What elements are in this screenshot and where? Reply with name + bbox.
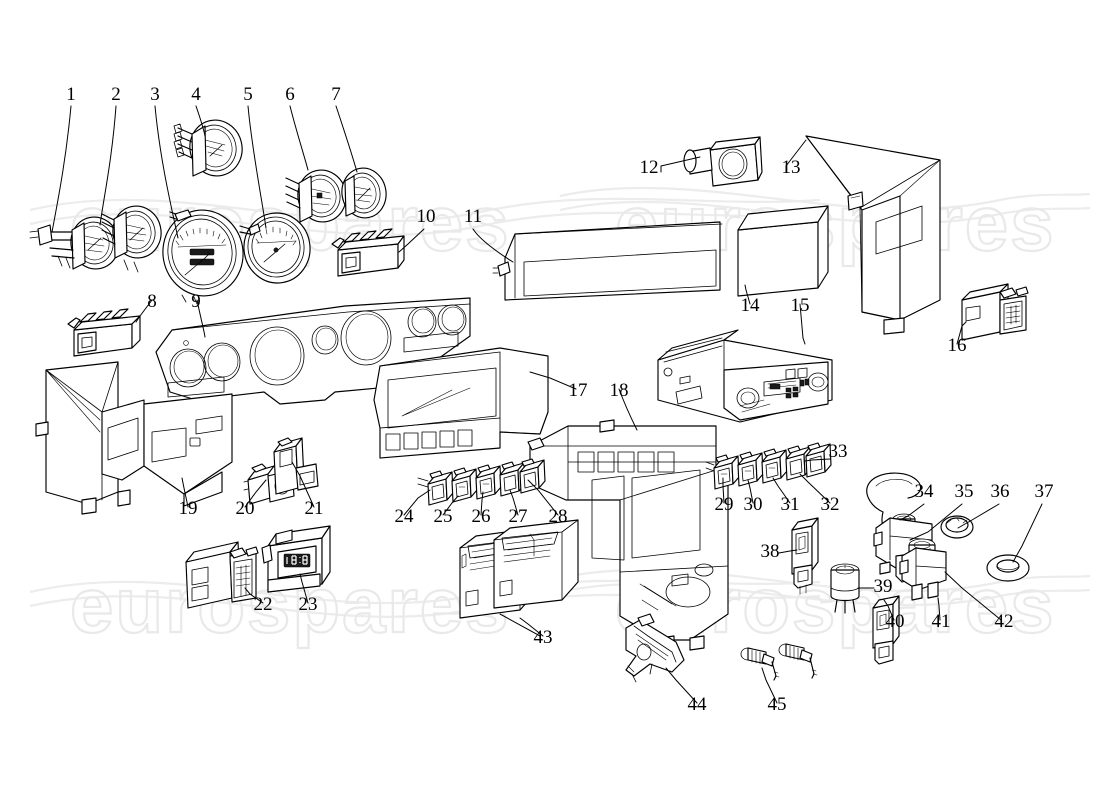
part-24-rocker-switch [417, 470, 454, 506]
lock-barrel-left [740, 647, 780, 681]
callout-label-38: 38 [761, 541, 780, 562]
part-18-centre-console-tunnel [527, 419, 729, 651]
callout-label-10: 10 [417, 206, 436, 227]
callout-label-28: 28 [549, 506, 568, 527]
callout-label-41: 41 [932, 611, 951, 632]
callout-label-42: 42 [995, 611, 1014, 632]
callout-label-43: 43 [534, 627, 553, 648]
part-41-42-push-button-switch [899, 538, 947, 601]
part-1-fuel-gauge-small [29, 216, 120, 270]
part-43-console-storage-trays [459, 519, 579, 619]
callout-label-7: 7 [331, 84, 341, 105]
part-14-control-module-box [737, 205, 829, 297]
callout-label-9: 9 [191, 291, 201, 312]
part-5-tachometer [239, 212, 311, 284]
part-17-lower-dash-trim-panel [373, 347, 549, 459]
part-7-oil-temperature-gauge [341, 167, 387, 219]
callout-label-1: 1 [66, 84, 76, 105]
part-10-rocker-switch-assembly [331, 228, 405, 277]
part-group-24-28-rocker-switches [417, 458, 546, 506]
callout-label-6: 6 [285, 84, 295, 105]
part-12-air-vent-nozzle [683, 136, 763, 187]
callout-label-8: 8 [147, 291, 157, 312]
callout-label-19: 19 [179, 498, 198, 519]
part-22-relay-connector-block [185, 541, 259, 609]
callout-label-11: 11 [464, 206, 482, 227]
part-33-rocker-switch [805, 442, 832, 478]
part-29-rocker-switch [705, 454, 740, 490]
part-30-rocker-switch [737, 451, 764, 487]
callout-label-44: 44 [688, 694, 708, 715]
lock-barrel-right [778, 643, 818, 679]
callout-label-37: 37 [1035, 481, 1054, 502]
callout-labels-layer: 1 2 3 4 5 6 7 8 9 10 11 12 13 14 15 16 1… [66, 84, 1053, 715]
callout-label-34: 34 [915, 481, 935, 502]
callout-label-29: 29 [715, 494, 734, 515]
callout-label-25: 25 [434, 506, 453, 527]
callout-label-30: 30 [744, 494, 763, 515]
leader-lines-layer [51, 105, 1043, 704]
part-40-toggle-switch-small [872, 595, 900, 665]
part-6-water-temperature-gauge [285, 169, 347, 223]
part-15-radio-cassette-unit [657, 329, 833, 423]
callout-label-45: 45 [768, 694, 787, 715]
part-37-rubber-grommet [986, 554, 1030, 582]
part-45-door-lock-barrels [740, 643, 818, 681]
part-8-switch-block-left [67, 308, 141, 357]
callout-label-5: 5 [243, 84, 253, 105]
part-4-voltmeter-gauge [173, 119, 243, 177]
callout-label-21: 21 [305, 498, 324, 519]
callout-label-13: 13 [782, 157, 801, 178]
callout-label-17: 17 [569, 380, 588, 401]
callout-label-16: 16 [948, 335, 967, 356]
callout-label-32: 32 [821, 494, 840, 515]
part-19-left-side-trim-panel [35, 361, 233, 515]
part-39-round-push-switch [830, 563, 860, 614]
callout-label-39: 39 [874, 576, 893, 597]
part-23-digital-clock [261, 525, 331, 593]
part-13-glovebox-housing [805, 135, 941, 335]
callout-label-4: 4 [191, 84, 201, 105]
callout-label-27: 27 [509, 506, 528, 527]
callout-label-18: 18 [610, 380, 629, 401]
part-44-handbrake-lever-trim [625, 613, 685, 683]
callout-label-20: 20 [236, 498, 255, 519]
part-16-multi-pin-connector [961, 283, 1029, 341]
callout-label-35: 35 [955, 481, 974, 502]
callout-label-2: 2 [111, 84, 121, 105]
callout-label-12: 12 [640, 157, 659, 178]
callout-label-24: 24 [395, 506, 415, 527]
part-3-speedometer [162, 209, 244, 305]
callout-label-36: 36 [991, 481, 1010, 502]
callout-label-14: 14 [741, 295, 761, 316]
part-25-rocker-switch [451, 467, 478, 503]
part-21-push-button-switch [273, 437, 319, 495]
callout-label-33: 33 [829, 441, 848, 462]
part-26-rocker-switch [475, 464, 502, 500]
part-2-oil-pressure-gauge [101, 205, 162, 273]
part-11-dashboard-upper-pad [492, 221, 723, 301]
part-36-lock-ring [940, 515, 974, 539]
callout-label-3: 3 [150, 84, 160, 105]
callout-label-26: 26 [472, 506, 491, 527]
callout-label-23: 23 [299, 594, 318, 615]
callout-label-40: 40 [886, 611, 905, 632]
part-38-toggle-switch [791, 517, 819, 595]
part-31-rocker-switch [761, 448, 788, 484]
callout-label-22: 22 [254, 594, 273, 615]
part-group-29-33-rocker-switches [705, 442, 832, 490]
callout-label-31: 31 [781, 494, 800, 515]
callout-label-15: 15 [791, 295, 810, 316]
